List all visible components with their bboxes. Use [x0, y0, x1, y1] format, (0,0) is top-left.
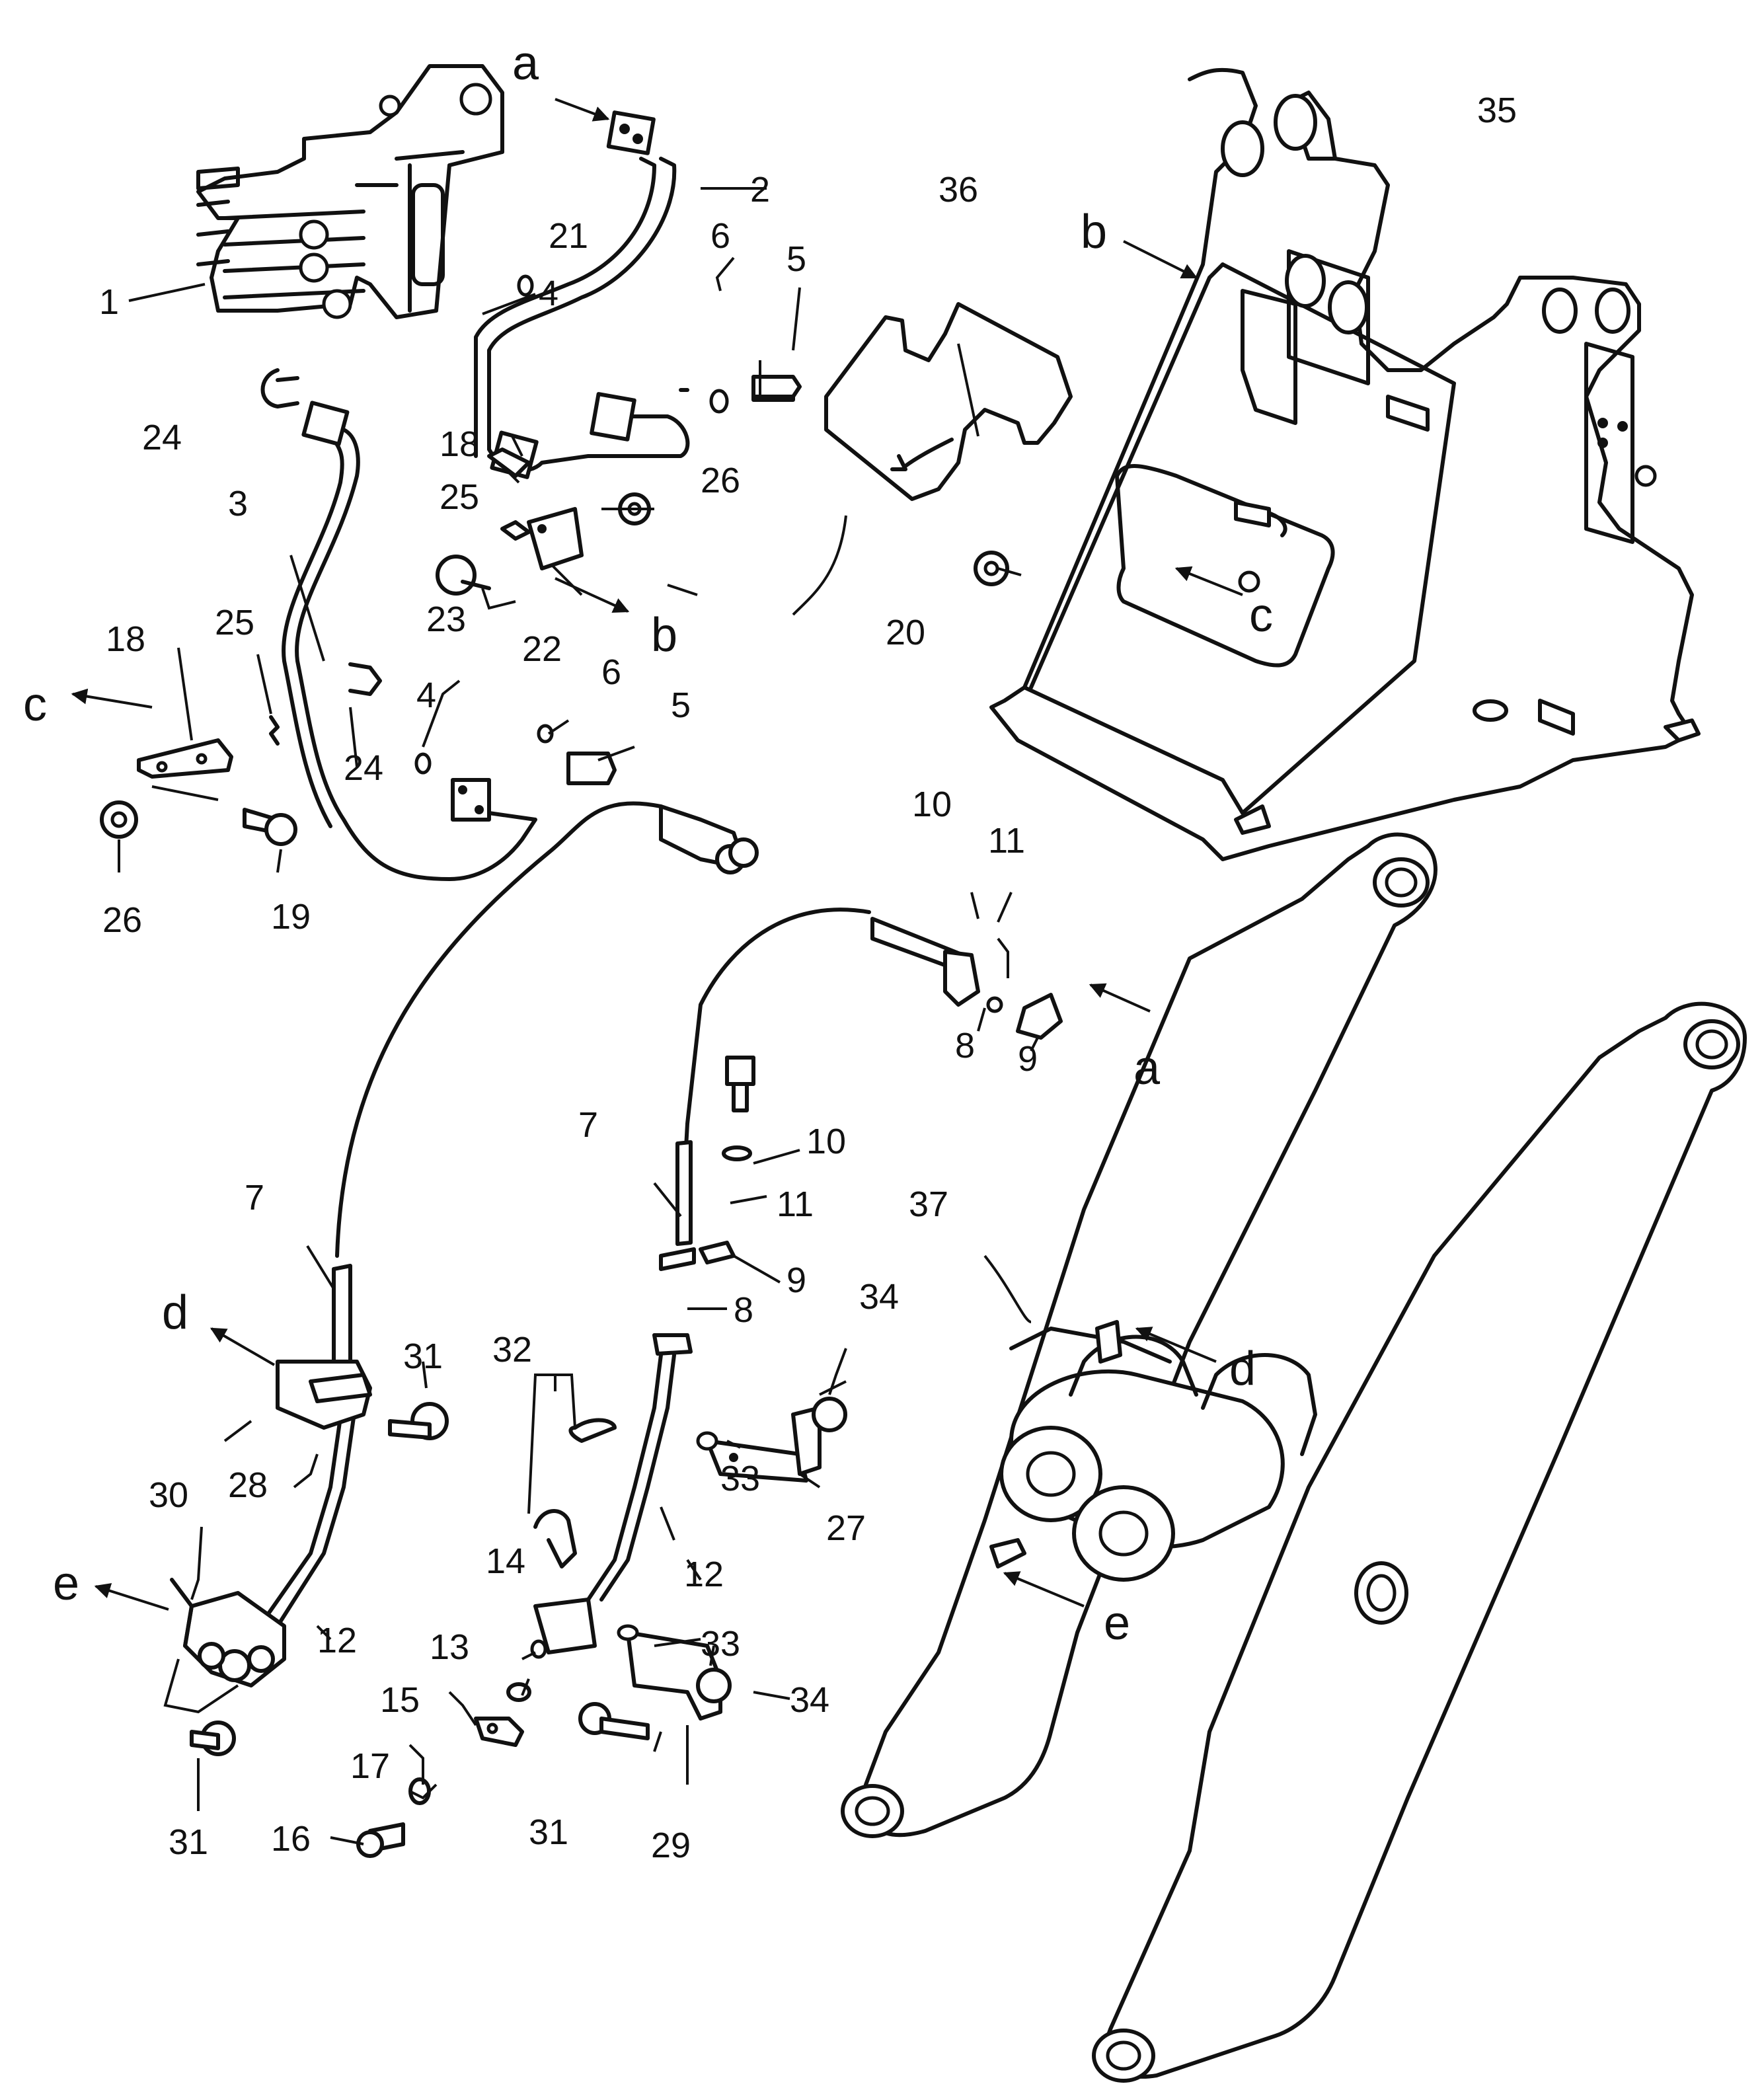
control-valve	[196, 64, 504, 319]
callout-25: 25	[215, 603, 254, 642]
callout-24: 24	[344, 748, 383, 788]
callout-35: 35	[1477, 91, 1517, 130]
callout-19: 19	[271, 897, 311, 937]
callout-26: 26	[102, 900, 142, 940]
callout-8: 8	[955, 1026, 975, 1065]
callout-4: 4	[416, 676, 436, 715]
ref-letter-b: b	[651, 609, 677, 662]
callout-12: 12	[684, 1555, 724, 1594]
callout-31: 31	[169, 1822, 208, 1862]
ref-letter-e: e	[1104, 1597, 1130, 1650]
leader-lines	[118, 187, 1039, 1845]
callout-2: 2	[750, 170, 770, 210]
ref-letter-a: a	[512, 37, 539, 90]
ref-letter-c: c	[23, 678, 47, 731]
callout-5: 5	[671, 685, 691, 725]
callout-9: 9	[786, 1260, 806, 1300]
callout-6: 6	[710, 216, 730, 256]
callout-34: 34	[859, 1277, 899, 1317]
ref-letter-b: b	[1081, 206, 1107, 258]
callout-31: 31	[529, 1812, 568, 1852]
callout-20: 20	[886, 613, 925, 652]
ref-letter-c: c	[1249, 589, 1273, 642]
callout-24: 24	[142, 418, 182, 457]
reference-arrows	[71, 98, 1243, 1611]
callout-7: 7	[578, 1105, 598, 1145]
callout-18: 18	[440, 424, 479, 464]
callout-8: 8	[734, 1290, 753, 1330]
callout-15: 15	[380, 1680, 420, 1720]
callout-21: 21	[549, 216, 588, 256]
callout-4: 4	[539, 274, 558, 313]
callout-6: 6	[601, 652, 621, 692]
cover-plate-36	[824, 302, 1073, 501]
callout-16: 16	[271, 1819, 311, 1859]
callout-11: 11	[777, 1184, 814, 1224]
lift-arm	[841, 832, 1747, 2083]
callout-36: 36	[939, 170, 978, 210]
callout-5: 5	[786, 239, 806, 279]
hydraulic-tube-2	[474, 110, 690, 479]
callout-17: 17	[350, 1746, 390, 1786]
callout-9: 9	[1018, 1039, 1038, 1079]
callout-33: 33	[701, 1624, 740, 1664]
callout-27: 27	[826, 1508, 866, 1548]
callout-28: 28	[228, 1465, 268, 1505]
callout-30: 30	[149, 1475, 188, 1515]
callout-10: 10	[806, 1122, 846, 1161]
callout-13: 13	[430, 1627, 469, 1667]
control-cables	[170, 801, 1063, 1687]
small-hardware	[100, 274, 802, 874]
reference-letters: a a b b c c d d e e	[23, 37, 1273, 1650]
callout-3: 3	[228, 484, 248, 523]
ref-letter-e: e	[53, 1557, 79, 1610]
callout-18: 18	[106, 619, 145, 659]
callout-37: 37	[909, 1184, 948, 1224]
callout-10: 10	[912, 785, 952, 824]
callout-14: 14	[486, 1541, 525, 1581]
callout-33: 33	[720, 1459, 760, 1498]
callout-22: 22	[522, 629, 562, 669]
callout-32: 32	[492, 1330, 532, 1370]
callout-26: 26	[701, 461, 740, 500]
callout-12: 12	[317, 1621, 357, 1660]
ref-letter-a: a	[1133, 1042, 1161, 1095]
callout-labels: 1 2 3 4 4 5 5 6 6 7 7 8 8 9 9 10 10 11 1…	[99, 91, 1517, 1865]
callout-25: 25	[440, 477, 479, 517]
callout-11: 11	[988, 821, 1025, 861]
callout-31: 31	[403, 1336, 443, 1376]
callout-29: 29	[651, 1826, 691, 1865]
callout-7: 7	[245, 1178, 264, 1218]
nut-20-hole	[983, 561, 999, 576]
callout-23: 23	[426, 600, 466, 639]
front-frame	[989, 67, 1701, 861]
ref-letter-d: d	[1229, 1342, 1256, 1395]
hydraulic-tube-3	[282, 401, 537, 881]
callout-34: 34	[790, 1680, 829, 1720]
ref-letter-d: d	[162, 1286, 188, 1339]
lower-hardware	[190, 1397, 847, 1858]
callout-1: 1	[99, 282, 119, 322]
